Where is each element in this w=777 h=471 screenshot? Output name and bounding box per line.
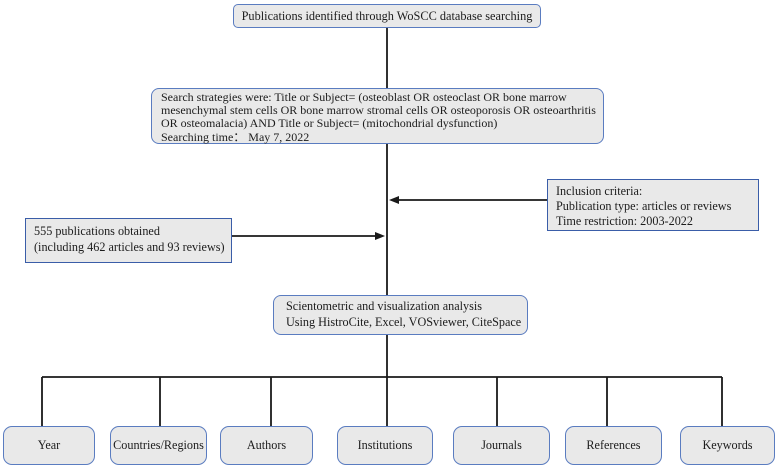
leaf-label-year: Year: [37, 438, 61, 452]
leaf-box-institutions: Institutions: [337, 426, 433, 465]
search-strategies-line-2: mesenchymal stem cells OR bone marrow st…: [161, 103, 596, 118]
inclusion-criteria-line-3: Time restriction: 2003-2022: [556, 214, 693, 228]
publications-obtained-line-2: (including 462 articles and 93 reviews): [34, 240, 225, 254]
inclusion-criteria-line-1: Inclusion criteria:: [556, 184, 643, 198]
inclusion-criteria-box: Inclusion criteria: Publication type: ar…: [547, 179, 759, 231]
leaf-box-authors: Authors: [220, 426, 313, 465]
leaf-label-keywords: Keywords: [702, 438, 753, 452]
analysis-line-1: Scientometric and visualization analysis: [286, 299, 482, 313]
arrowhead-obtained-to-trunk: [375, 232, 385, 240]
leaf-box-countries-regions: Countries/Regions: [110, 426, 207, 465]
leaf-box-keywords: Keywords: [680, 426, 775, 465]
arrowhead-inclusion-to-trunk: [389, 196, 399, 204]
leaf-label-institutions: Institutions: [357, 438, 413, 452]
publications-identified-text: Publications identified through WoSCC da…: [241, 8, 533, 23]
publications-obtained-line-1: 555 publications obtained: [34, 224, 160, 238]
search-strategies-line-1: Search strategies were: Title or Subject…: [161, 90, 567, 104]
publications-identified-box: Publications identified through WoSCC da…: [233, 4, 541, 28]
analysis-box: Scientometric and visualization analysis…: [273, 295, 528, 335]
leaf-label-journals: Journals: [481, 438, 522, 452]
leaf-box-references: References: [565, 426, 662, 465]
leaf-label-references: References: [586, 438, 641, 452]
leaf-label-authors: Authors: [246, 438, 287, 452]
leaf-box-year: Year: [3, 426, 95, 465]
leaf-label-countries-regions: Countries/Regions: [113, 438, 204, 452]
analysis-line-2: Using HistroCite, Excel, VOSviewer, Cite…: [286, 314, 522, 329]
search-strategies-box: Search strategies were: Title or Subject…: [151, 88, 604, 144]
leaf-box-journals: Journals: [453, 426, 550, 465]
search-strategies-line-4: Searching time： May 7, 2022: [161, 129, 310, 144]
search-strategies-line-3: OR osteomalacia) AND Title or Subject= (…: [161, 116, 498, 131]
publications-obtained-box: 555 publications obtained (including 462…: [25, 218, 232, 263]
inclusion-criteria-line-2: Publication type: articles or reviews: [556, 199, 732, 213]
